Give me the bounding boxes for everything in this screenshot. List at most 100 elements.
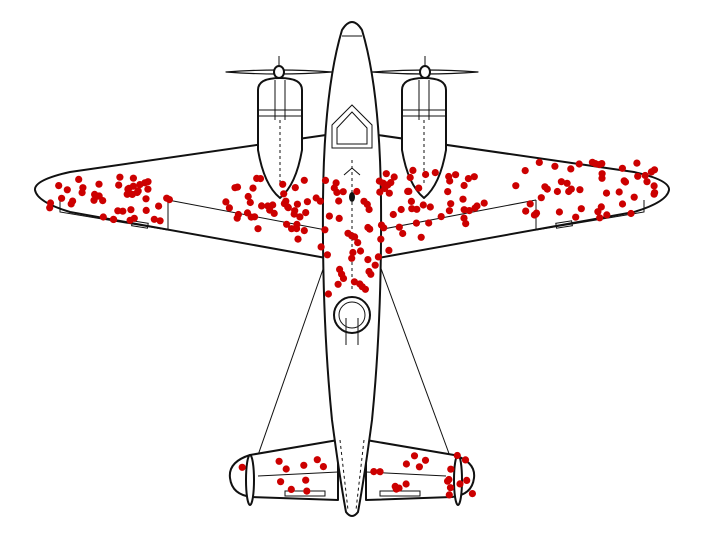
- bullet-hit-marker: [291, 207, 299, 215]
- bullet-hit-marker: [576, 186, 584, 194]
- bullet-hit-marker: [325, 212, 333, 220]
- bullet-hit-marker: [370, 468, 378, 476]
- bullet-hit-marker: [324, 290, 332, 298]
- bullet-hit-marker: [291, 184, 299, 192]
- bullet-hit-marker: [75, 175, 83, 183]
- bullet-hit-marker: [526, 200, 534, 208]
- bullet-hit-marker: [275, 457, 283, 465]
- bullet-hit-marker: [412, 219, 420, 227]
- bullet-hit-marker: [452, 171, 460, 179]
- bullet-hit-marker: [312, 194, 320, 202]
- bullet-hit-marker: [67, 200, 75, 208]
- bullet-hit-marker: [422, 170, 430, 179]
- bullet-hit-marker: [575, 160, 583, 168]
- bullet-hit-marker: [522, 207, 530, 215]
- bullet-hit-marker: [445, 172, 453, 181]
- bullet-hit-marker: [335, 214, 343, 222]
- bullet-hit-marker: [408, 205, 416, 213]
- bullet-hit-marker: [565, 187, 573, 196]
- bullet-hit-marker: [376, 468, 384, 476]
- bullet-hit-marker: [284, 204, 292, 212]
- bullet-hit-marker: [336, 265, 344, 273]
- bullet-hit-marker: [233, 183, 242, 191]
- bullet-hit-marker: [445, 207, 453, 215]
- bullet-hit-marker: [156, 217, 164, 225]
- bullet-hit-marker: [643, 178, 651, 186]
- bullet-hit-marker: [630, 193, 638, 201]
- bullet-hit-marker: [323, 251, 331, 259]
- bullet-hit-marker: [264, 202, 272, 210]
- bullet-hit-marker: [470, 173, 478, 181]
- bullet-hit-marker: [243, 209, 252, 217]
- bullet-hit-marker: [321, 176, 330, 184]
- bullet-hit-marker: [142, 195, 150, 203]
- bullet-hit-marker: [650, 190, 658, 198]
- bullet-hit-marker: [591, 160, 599, 168]
- bullet-hit-marker: [421, 456, 430, 464]
- bullet-hit-marker: [395, 223, 403, 231]
- bullet-hit-marker: [317, 243, 325, 251]
- bullet-hit-marker: [460, 181, 468, 190]
- bullet-hit-marker: [246, 198, 254, 207]
- bullet-hit-marker: [222, 198, 230, 206]
- bullet-hit-marker: [258, 202, 266, 210]
- bullet-hit-marker: [431, 169, 439, 177]
- bullet-hit-marker: [225, 204, 233, 212]
- bullet-hits: [46, 158, 659, 499]
- left-tail-fin: [245, 454, 255, 506]
- bullet-hit-marker: [364, 256, 372, 264]
- bullet-hit-marker: [123, 190, 131, 198]
- bullet-hit-marker: [99, 197, 107, 205]
- bullet-hit-marker: [577, 205, 585, 213]
- bullet-hit-marker: [256, 175, 265, 183]
- bullet-hit-marker: [303, 487, 311, 495]
- bullet-hit-marker: [165, 196, 173, 204]
- bullet-hit-marker: [155, 202, 163, 210]
- bullet-hit-marker: [374, 253, 382, 261]
- bullet-hit-marker: [463, 476, 471, 484]
- bullet-hit-marker: [95, 180, 103, 188]
- bullet-hit-marker: [404, 187, 412, 195]
- bullet-hit-marker: [128, 190, 136, 198]
- right-tail-fin: [453, 454, 463, 506]
- bullet-hit-marker: [129, 174, 137, 182]
- bullet-hit-marker: [63, 186, 71, 194]
- bullet-hit-marker: [99, 213, 107, 221]
- bullet-hit-marker: [419, 201, 427, 209]
- bullet-hit-marker: [348, 254, 356, 262]
- bullet-hit-marker: [144, 185, 152, 193]
- bullet-hit-marker: [293, 200, 301, 208]
- bullet-hit-marker: [300, 176, 308, 184]
- bullet-hit-marker: [279, 180, 287, 188]
- bullet-hit-marker: [532, 209, 541, 217]
- bullet-hit-marker: [618, 200, 627, 208]
- bullet-hit-marker: [444, 188, 452, 196]
- bullet-hit-marker: [349, 248, 357, 257]
- bullet-hit-marker: [385, 246, 393, 254]
- bullet-hit-marker: [537, 194, 545, 202]
- bullet-hit-marker: [321, 226, 329, 234]
- bullet-hit-marker: [144, 178, 152, 186]
- bullet-hit-marker: [406, 173, 414, 182]
- bullet-hit-marker: [46, 204, 54, 212]
- bullet-hit-marker: [302, 476, 310, 484]
- bullet-hit-marker: [294, 235, 302, 243]
- bullet-hit-marker: [303, 198, 311, 206]
- bullet-hit-marker: [557, 178, 566, 186]
- bullet-hit-marker: [351, 233, 359, 241]
- bullet-hit-marker: [234, 210, 242, 219]
- bullet-hit-marker: [79, 184, 87, 192]
- bullet-hit-marker: [417, 233, 425, 241]
- bullet-hit-marker: [390, 173, 398, 181]
- bullet-hit-marker: [110, 215, 118, 224]
- bullet-hit-marker: [356, 247, 365, 255]
- bullet-hit-marker: [426, 203, 434, 211]
- bullet-hit-marker: [535, 158, 543, 166]
- bullet-hit-marker: [381, 184, 389, 193]
- bullet-hit-marker: [136, 181, 144, 189]
- bullet-hit-marker: [618, 164, 627, 172]
- bullet-hit-marker: [409, 166, 417, 174]
- bullet-hit-marker: [399, 229, 407, 238]
- bullet-hit-marker: [462, 220, 470, 228]
